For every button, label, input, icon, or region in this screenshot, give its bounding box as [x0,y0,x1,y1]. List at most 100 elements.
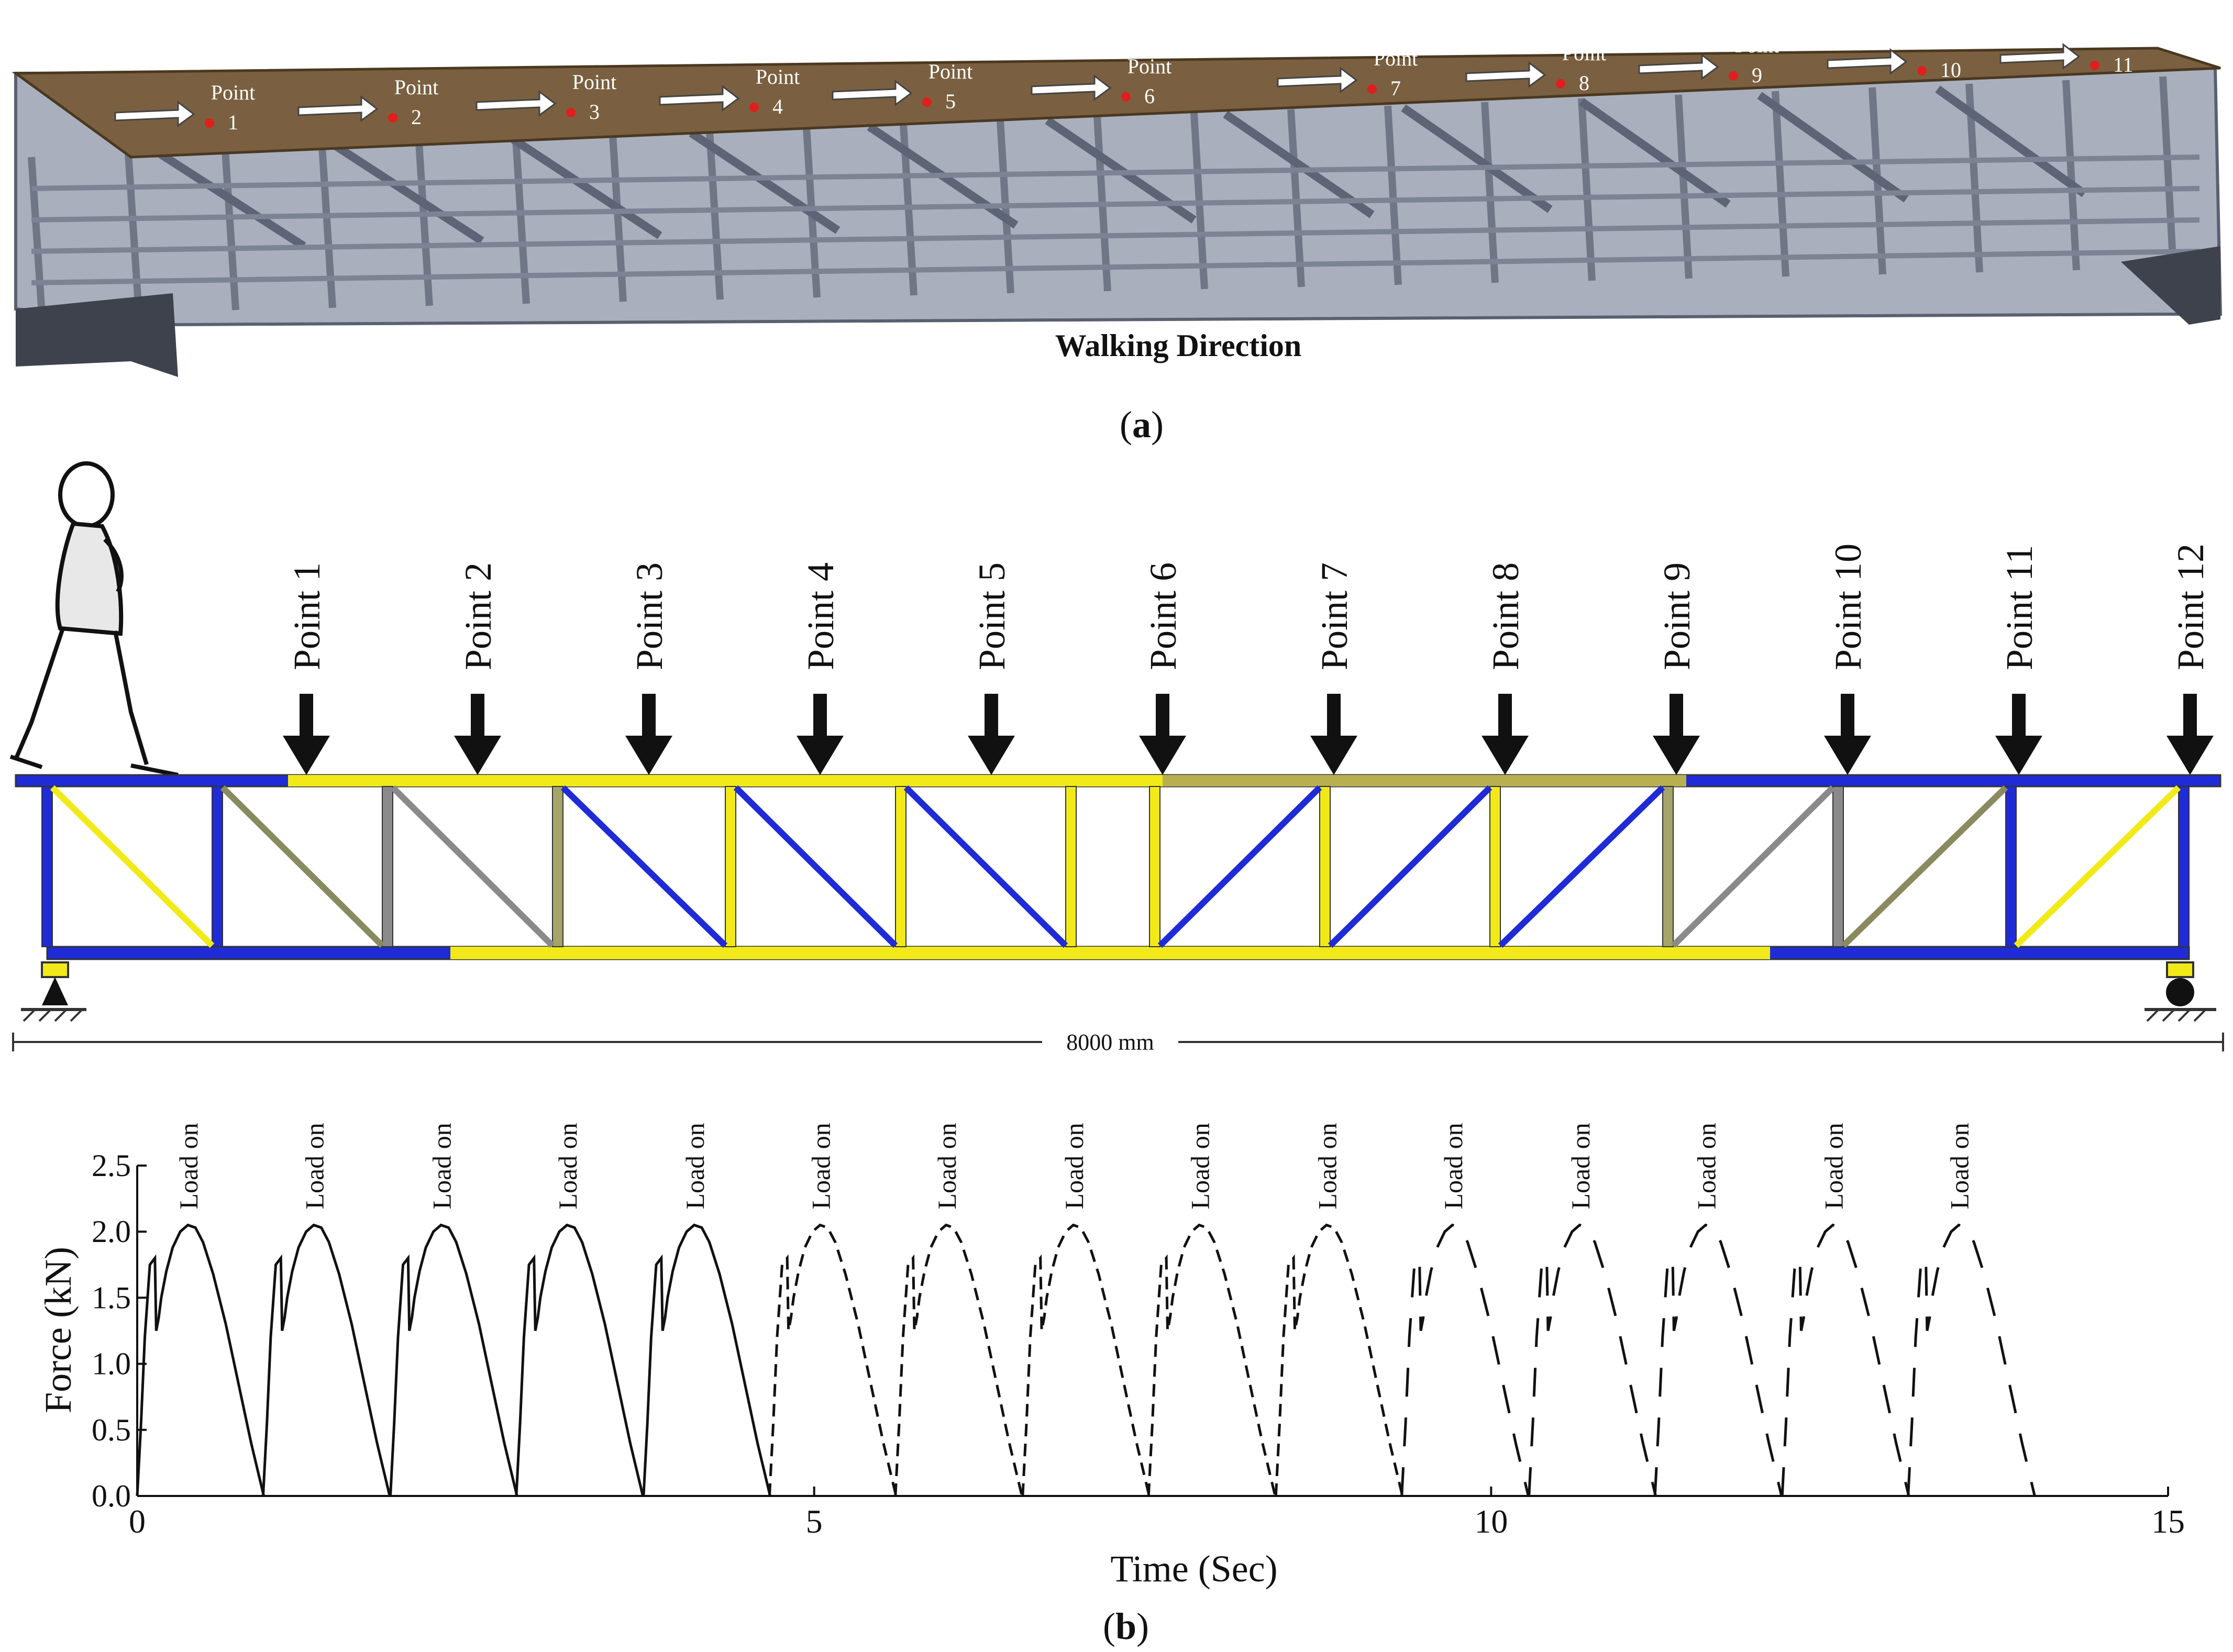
vertical-member [552,786,563,947]
vertical-member [1832,786,1844,947]
load-on-annotation: Load on [1819,1123,1848,1209]
chart-axes [136,1166,2168,1497]
walking-arrow-icon [476,90,557,117]
vertical-member [2005,786,2017,947]
vertical-member [1662,786,1674,947]
deck-point-marker [2090,61,2099,70]
load-on-annotation: Load on [806,1123,835,1209]
deck-point-number: 5 [945,90,956,113]
point-label: Point 12 [2170,544,2212,670]
point-label: Point 7 [1313,562,1355,670]
load-arrow-icon [1995,736,2042,775]
truss-post [1287,109,1305,287]
y-tick-label: 1.5 [92,1280,131,1315]
deck-point-number: 4 [772,95,783,118]
vertical-member [725,786,736,947]
diagonal-member [733,785,898,948]
truss-diagonal [1757,92,1909,203]
vertical-member [41,786,53,947]
load-arrow-shaft [2012,694,2026,741]
load-on-annotation: Load on [1439,1123,1468,1209]
deck-point-marker [1556,79,1565,88]
truss-post [1481,102,1499,283]
point-label: Point 1 [286,562,328,670]
vertical-member [382,786,393,947]
truss-post [1384,105,1402,285]
truss-chord [31,186,2200,223]
deck-point-label: Point [1562,41,1606,65]
load-arrow-icon [968,736,1015,775]
y-tick-label: 1.0 [92,1347,131,1381]
walking-arrow-icon [832,79,913,106]
point-label: Point 10 [1827,544,1869,670]
truss-post [2062,80,2080,271]
load-arrow-shaft [471,694,484,741]
diagonal-member [50,785,215,948]
load-arrow-icon [1482,736,1529,775]
load-arrow-icon [1139,736,1186,775]
load-on-annotation: Load on [1059,1123,1089,1209]
deck-point-markers: Point1Point2Point3Point4Point5Point6Poin… [114,23,2140,134]
deck-point-label: Point [394,75,438,99]
footstep-curve [768,1223,898,1496]
vertical-member [2178,786,2190,947]
x-tick-label: 10 [1474,1503,1508,1540]
caption-b: (b) [1103,1605,1149,1647]
footstep-curve [1021,1223,1151,1496]
load-arrow-shaft [985,694,998,741]
diagonal-member [1328,785,1493,948]
truss-chord [31,217,2200,254]
diagonal-member [903,785,1068,948]
walking-direction-label: Walking Direction [1055,328,1302,363]
truss-diagonal [1223,110,1375,218]
vertical-member [895,786,907,947]
truss-post [222,149,239,311]
deck-point-marker [1367,84,1377,94]
deck-point-number: 10 [1940,58,1961,82]
bridge-end-beam-right [2121,246,2220,325]
chart-x-axis-title: Time (Sec) [1110,1548,1277,1590]
load-on-annotation: Load on [174,1123,203,1209]
deck-point-marker [205,118,214,128]
x-tick-label: 0 [129,1503,146,1540]
load-on-annotation: Load on [1945,1123,1974,1209]
span-dimension-label: 8000 mm [1066,1029,1154,1055]
load-arrow-icon [454,736,501,775]
diagonal-member [560,785,728,948]
footstep-curve [136,1223,266,1496]
deck-point-label: Point [928,60,972,83]
truss-diagonal [1401,104,1553,213]
point-label: Point 6 [1142,562,1184,670]
load-arrow-shaft [1156,694,1169,741]
deck-point-number: 7 [1390,76,1401,100]
load-on-annotation: Load on [1312,1123,1342,1209]
diagonal-member [1498,785,1665,948]
footstep-curve [1274,1223,1404,1496]
y-tick-label: 2.5 [92,1148,131,1183]
truss-diagonal [511,136,662,239]
deck-point-number: 6 [1144,84,1155,108]
deck-point-label: Point [1374,47,1418,70]
truss-2d-members [15,774,2221,960]
footstep-curve [1147,1223,1277,1496]
deck-point-marker [1121,92,1131,102]
deck-point-number: 11 [2113,53,2133,76]
load-arrow-icon [1310,736,1357,775]
point-label: Point 3 [628,562,670,670]
truss-diagonal [333,142,484,245]
span-dimension-line: 8000 mm [12,1029,2224,1055]
y-tick-label: 0.0 [92,1479,131,1513]
deck-point-number: 9 [1752,63,1762,87]
bridge-truss-members [28,76,2200,315]
y-tick-label: 2.0 [92,1214,131,1249]
pedestrian-figure-icon [9,461,179,777]
deck-point-marker [922,97,932,107]
deck-point-label: Point [1127,54,1171,78]
caption-a: (a) [1120,404,1164,446]
roller-support-right [2144,961,2216,1022]
load-arrow-icon [283,736,330,775]
load-on-annotation: Load on [300,1123,329,1209]
